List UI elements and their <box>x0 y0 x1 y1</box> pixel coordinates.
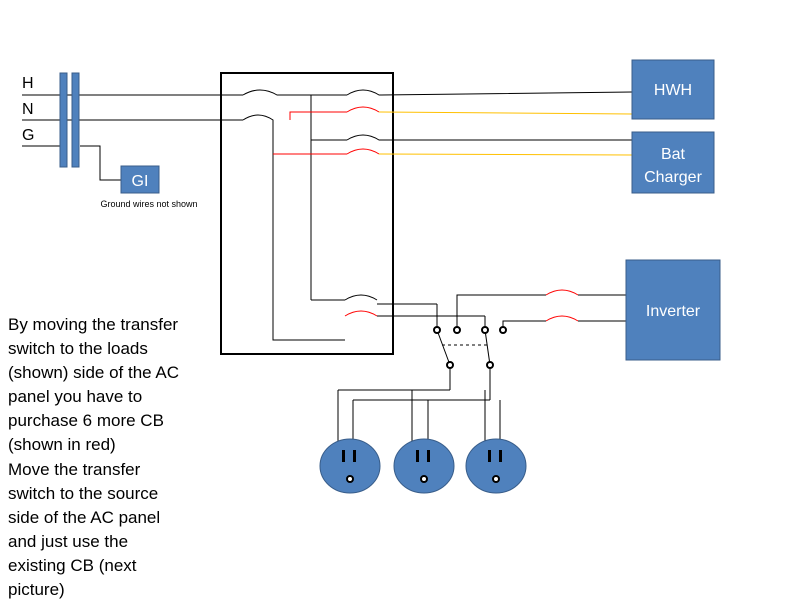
inverter-label: Inverter <box>646 303 701 320</box>
description-line: Move the transfer <box>8 459 141 479</box>
ac-panel <box>220 72 394 355</box>
panel-bus-wiring <box>242 89 633 341</box>
battery-charger-box <box>631 131 715 194</box>
transfer-switch-wiring <box>337 294 626 450</box>
label-n: N <box>22 101 34 118</box>
description-line: By moving the transfer <box>8 315 179 334</box>
description-line: existing CB (next <box>8 555 137 575</box>
main-disconnect-bar-1 <box>59 72 68 168</box>
outlet-3 <box>465 438 527 494</box>
main-disconnect-bar-2 <box>71 72 80 168</box>
description-line: panel you have to <box>8 387 143 407</box>
outlet-2 <box>393 438 455 494</box>
hwh-box <box>631 59 715 120</box>
description-line: and just use the <box>8 531 129 551</box>
charger-label-line2: Charger <box>644 169 702 186</box>
ground-box-label: GI <box>132 173 149 190</box>
ground-note: Ground wires not shown <box>100 199 197 209</box>
service-lines <box>22 94 243 181</box>
description-line: (shown) side of the AC <box>8 363 180 383</box>
label-g: G <box>22 127 34 144</box>
description-line: switch to the loads <box>8 339 148 359</box>
added-breakers <box>273 106 579 322</box>
description-line: side of the AC panel <box>8 507 161 527</box>
neutral-feeds <box>378 111 633 156</box>
outlet-1 <box>319 438 381 494</box>
description-text: By moving the transfer switch to the loa… <box>8 313 228 602</box>
description-line: purchase 6 more CB <box>8 411 164 431</box>
description-line: picture) <box>8 580 65 600</box>
inverter-box <box>625 259 721 361</box>
description-line: (shown in red) <box>8 435 116 455</box>
hwh-label: HWH <box>654 82 692 99</box>
switch-contacts <box>433 326 507 369</box>
ground-box <box>120 165 160 194</box>
charger-label-line1: Bat <box>661 146 686 163</box>
description-line: switch to the source <box>8 483 159 503</box>
label-h: H <box>22 75 34 92</box>
